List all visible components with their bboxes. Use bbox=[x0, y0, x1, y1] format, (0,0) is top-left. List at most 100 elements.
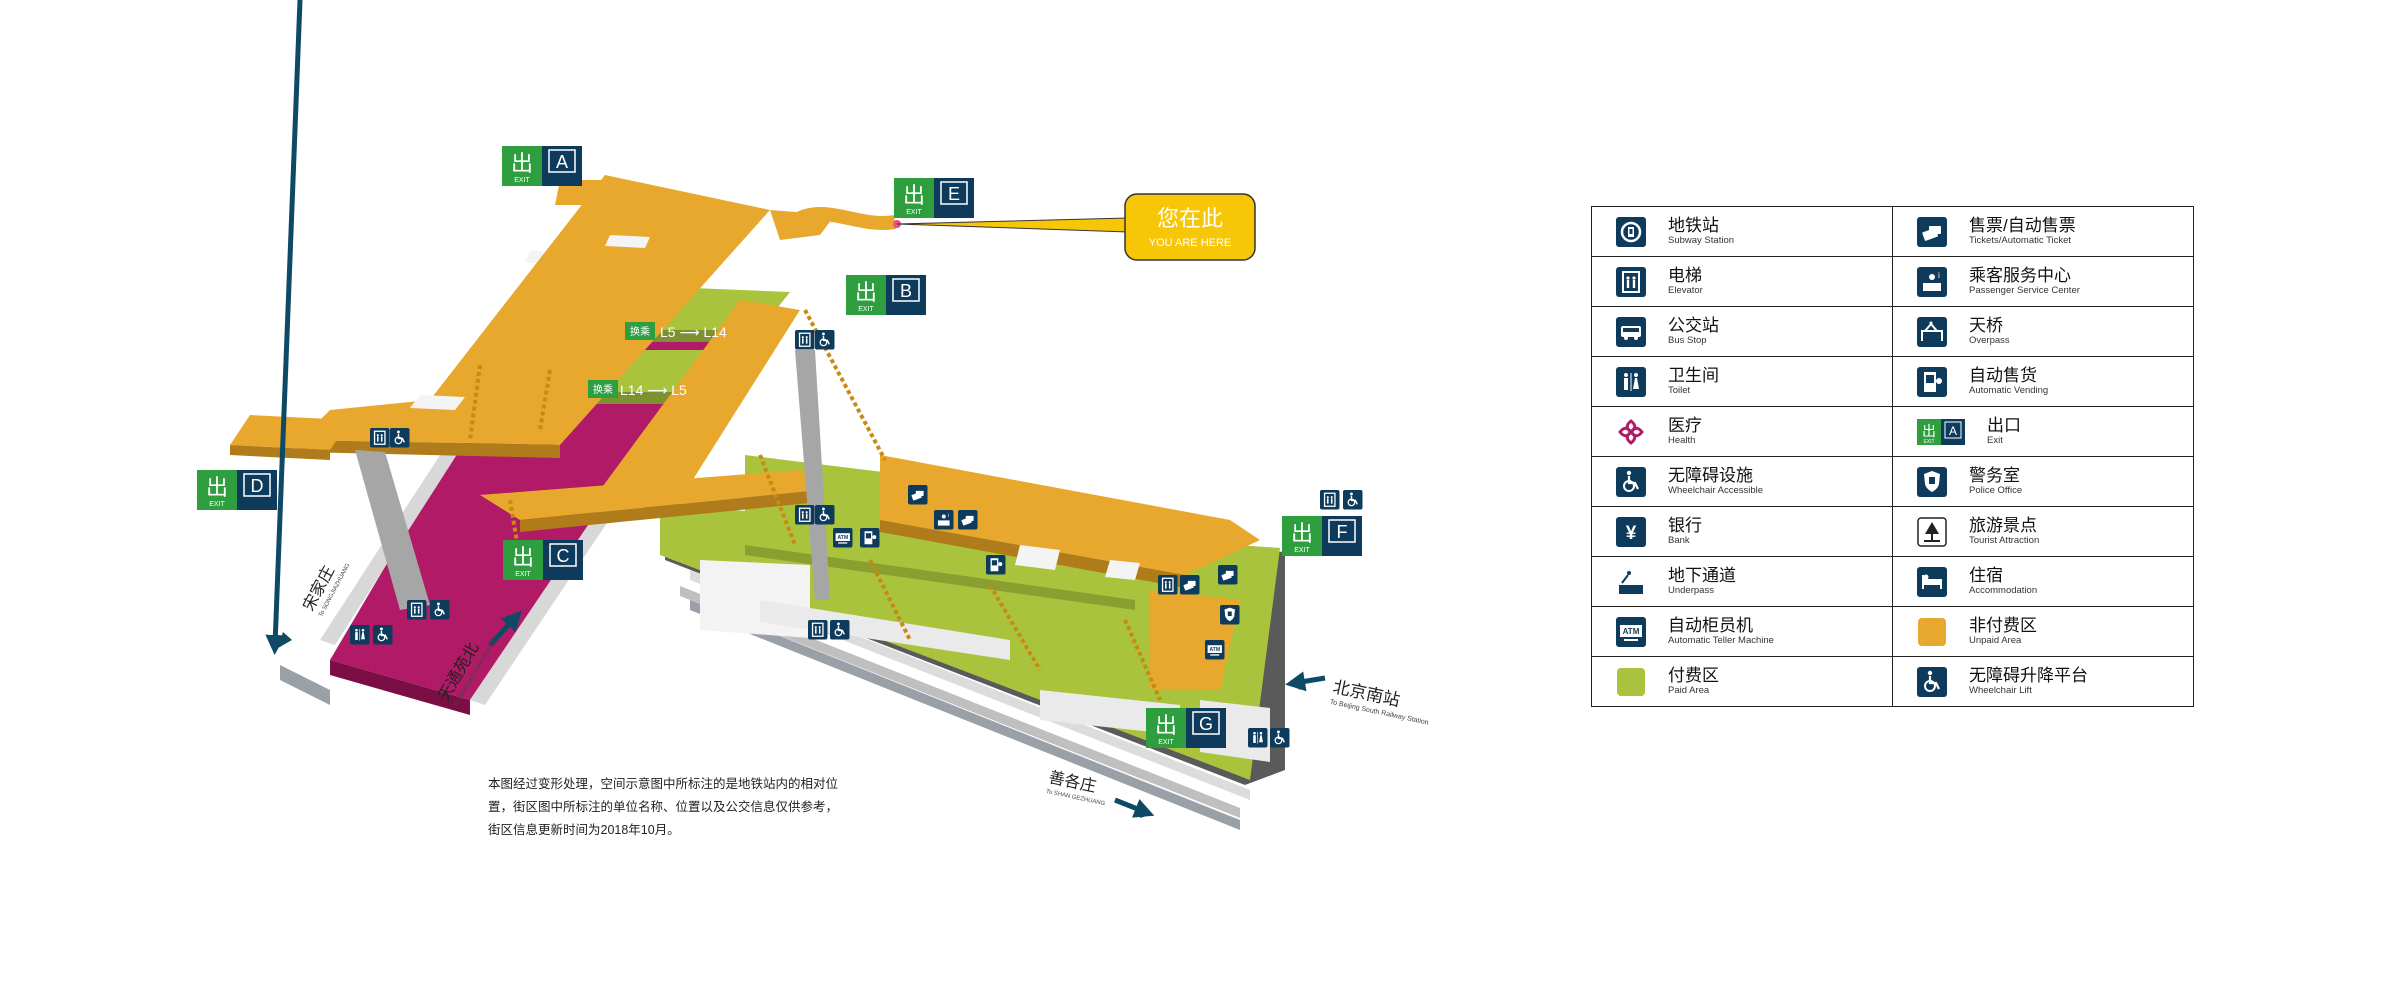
wheelchair-icon bbox=[1270, 728, 1290, 748]
exit-label: EXIT bbox=[1158, 739, 1174, 746]
service-center-icon: i bbox=[1917, 266, 1947, 297]
exit-label: EXIT bbox=[906, 209, 922, 216]
svg-text:L5 ⟶ L14: L5 ⟶ L14 bbox=[660, 324, 727, 340]
exit-glyph: 出 bbox=[1155, 713, 1177, 738]
legend-label-zh: 无障碍设施 bbox=[1668, 466, 1753, 485]
svg-text:A: A bbox=[1949, 424, 1957, 438]
exit-letter: A bbox=[556, 152, 568, 172]
legend-label-zh: 付费区 bbox=[1668, 666, 1719, 685]
exit-letter: F bbox=[1337, 522, 1348, 542]
toilet-icon bbox=[1248, 728, 1268, 748]
accommodation-icon bbox=[1917, 566, 1947, 597]
atm-icon: ATM bbox=[833, 528, 853, 548]
exit-glyph: 出 bbox=[206, 475, 228, 500]
bus-stop-icon bbox=[1616, 316, 1646, 347]
unpaid-concourse bbox=[230, 175, 1260, 690]
health-icon bbox=[1616, 417, 1646, 447]
exit-glyph: 出 bbox=[855, 280, 877, 305]
station-map: 换乘 L5 ⟶ L14 换乘 L14 ⟶ L5 您在此 YOU ARE HERE… bbox=[197, 0, 1429, 830]
legend-label-en: Accommodation bbox=[1969, 585, 2038, 596]
wheelchair-icon bbox=[373, 625, 393, 645]
exit-letter: G bbox=[1199, 714, 1213, 734]
wheelchair-icon bbox=[430, 600, 450, 620]
tickets-icon bbox=[1180, 575, 1200, 595]
exit-label: EXIT bbox=[514, 177, 530, 184]
legend-label-en: Automatic Teller Machine bbox=[1668, 635, 1774, 646]
overpass-icon bbox=[1917, 316, 1947, 347]
elevator-shafts bbox=[355, 350, 830, 610]
legend-label-zh: 旅游景点 bbox=[1969, 516, 2037, 535]
vending-icon bbox=[860, 528, 880, 548]
legend-label-zh: 住宿 bbox=[1969, 566, 2003, 585]
svg-text:ATM: ATM bbox=[837, 535, 848, 541]
exit-label: EXIT bbox=[209, 501, 225, 508]
legend-label-zh: 电梯 bbox=[1668, 266, 1702, 285]
direction-label-beijing-south: 北京南站 To Beijing South Railway Station bbox=[1329, 677, 1429, 726]
legend-label-en: Paid Area bbox=[1668, 685, 1710, 696]
transfer-sign-l5-l14: 换乘 L5 ⟶ L14 bbox=[625, 322, 727, 340]
transfer-sign-l14-l5: 换乘 L14 ⟶ L5 bbox=[588, 380, 687, 398]
police-icon bbox=[1917, 466, 1947, 497]
legend-label-zh: 警务室 bbox=[1969, 466, 2020, 485]
atm-icon: ATM bbox=[1205, 640, 1225, 660]
legend-label-zh: 地铁站 bbox=[1668, 216, 1719, 235]
elevator-icon bbox=[370, 428, 390, 448]
svg-text:ATM: ATM bbox=[1623, 627, 1640, 636]
legend-label-zh: 自动柜员机 bbox=[1668, 616, 1753, 635]
exit-letter: B bbox=[900, 281, 912, 301]
tickets-icon bbox=[1218, 565, 1238, 585]
legend-label-en: Wheelchair Accessible bbox=[1668, 485, 1764, 496]
exit-label: EXIT bbox=[1294, 547, 1310, 554]
legend-label-zh: 公交站 bbox=[1668, 316, 1719, 335]
legend-label-en: Bank bbox=[1668, 535, 1690, 546]
wheelchair-lift-icon bbox=[1917, 666, 1947, 697]
legend-label-zh: 银行 bbox=[1668, 516, 1702, 535]
legend-label-en: Bus Stop bbox=[1668, 335, 1707, 346]
svg-text:i: i bbox=[1938, 271, 1940, 280]
legend-label-en: Passenger Service Center bbox=[1969, 285, 2080, 296]
legend-label-en: Health bbox=[1668, 435, 1696, 446]
bank-icon: ¥ bbox=[1616, 516, 1646, 547]
service-center-icon: i bbox=[934, 510, 954, 530]
unpaid-area-swatch bbox=[1917, 617, 1947, 647]
legend-label-en: Toilet bbox=[1668, 385, 1691, 396]
svg-text:换乘: 换乘 bbox=[593, 383, 613, 396]
legend-label-zh: 医疗 bbox=[1668, 416, 1702, 435]
atm-icon: ATM bbox=[1616, 616, 1646, 647]
legend-label-zh: 非付费区 bbox=[1969, 616, 2037, 635]
legend-label-en: Elevator bbox=[1668, 285, 1703, 296]
legend-label-en: Automatic Vending bbox=[1969, 385, 2049, 396]
legend-label-en: Tickets/Automatic Ticket bbox=[1969, 235, 2072, 246]
svg-text:L14 ⟶ L5: L14 ⟶ L5 bbox=[620, 382, 687, 398]
wheelchair-icon bbox=[1616, 466, 1646, 497]
exit-glyph: 出 bbox=[511, 151, 533, 176]
svg-text:出: 出 bbox=[1922, 423, 1936, 439]
paid-area-swatch bbox=[1616, 667, 1646, 697]
elevator-icon bbox=[1320, 490, 1340, 510]
you-are-here-callout: 您在此 YOU ARE HERE bbox=[893, 193, 1256, 261]
